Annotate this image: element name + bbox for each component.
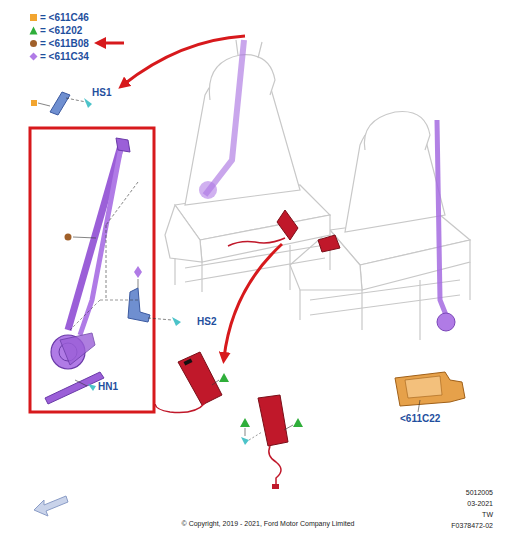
leader-line [249, 432, 262, 440]
brown-dot-marker [65, 234, 72, 241]
footer-text: 03-2021 [467, 500, 493, 508]
buckle [258, 395, 288, 446]
buckle [318, 235, 340, 252]
legend-text: = <611C46 [40, 12, 89, 23]
left-seat [165, 40, 330, 292]
retractor [199, 181, 217, 199]
buckle-strap [405, 376, 442, 398]
callout-label: HS1 [92, 87, 111, 98]
retractor [437, 313, 455, 331]
callout-label: HN1 [98, 381, 118, 392]
legend-entry: = <611B08 [29, 38, 89, 49]
buckle-strap [395, 372, 465, 406]
leader-line [138, 279, 139, 288]
leader-line [245, 425, 293, 436]
green-triangle-marker [219, 373, 229, 382]
seat-belt [437, 120, 450, 325]
anchor-bracket [50, 92, 70, 115]
bolt [84, 98, 92, 108]
buckle-wire [228, 238, 285, 246]
legend-text: = <611C34 [40, 51, 89, 62]
buckle [178, 352, 222, 405]
pointer-arrow [123, 36, 245, 85]
buckle-slot [184, 358, 193, 365]
anchor-bracket [128, 288, 150, 322]
nut [88, 384, 96, 391]
connector [272, 484, 279, 489]
orientation-arrow [34, 496, 68, 516]
leader-line [73, 237, 96, 238]
leader-line [148, 318, 172, 320]
bolt [172, 317, 181, 326]
orange-square-marker [31, 100, 37, 106]
buckle-wire [269, 446, 281, 485]
legend-diamond [29, 52, 38, 61]
pointer-arrow [100, 42, 124, 45]
legend-triangle [29, 26, 38, 35]
legend-text: = <61202 [40, 25, 82, 36]
green-triangle-marker [240, 418, 250, 427]
leader-line [106, 182, 138, 298]
footer-text: F0378472-02 [451, 522, 493, 530]
leader-line [70, 300, 140, 330]
purple-diamond-marker [134, 266, 142, 278]
callout-label: HS2 [197, 316, 216, 327]
legend-text: = <611B08 [40, 38, 89, 49]
footer-text: 5012005 [466, 489, 493, 497]
leader-line [38, 103, 50, 106]
footer-text: © Copyright, 2019 - 2021, Ford Motor Com… [182, 520, 355, 528]
bolt [241, 437, 249, 445]
seat-belt-assembly [45, 138, 130, 404]
green-triangle-marker [293, 418, 303, 427]
seat-belt [205, 40, 244, 195]
legend-entry: = <611C46 [29, 12, 89, 23]
legend-entry: = <61202 [29, 25, 82, 36]
callout-label: <611C22 [400, 413, 440, 424]
leader-line [418, 400, 420, 412]
footer-text: TW [482, 511, 493, 519]
legend-dot [29, 39, 38, 48]
legend-swatch [29, 13, 38, 22]
leader-line [66, 98, 86, 102]
buckle [277, 210, 298, 240]
highlight-frame [30, 128, 154, 412]
leader-line [75, 380, 87, 386]
buckle-wire [155, 403, 205, 413]
legend-entry: = <611C34 [29, 51, 89, 62]
leader-line [212, 380, 219, 385]
pointer-arrow [224, 244, 282, 358]
